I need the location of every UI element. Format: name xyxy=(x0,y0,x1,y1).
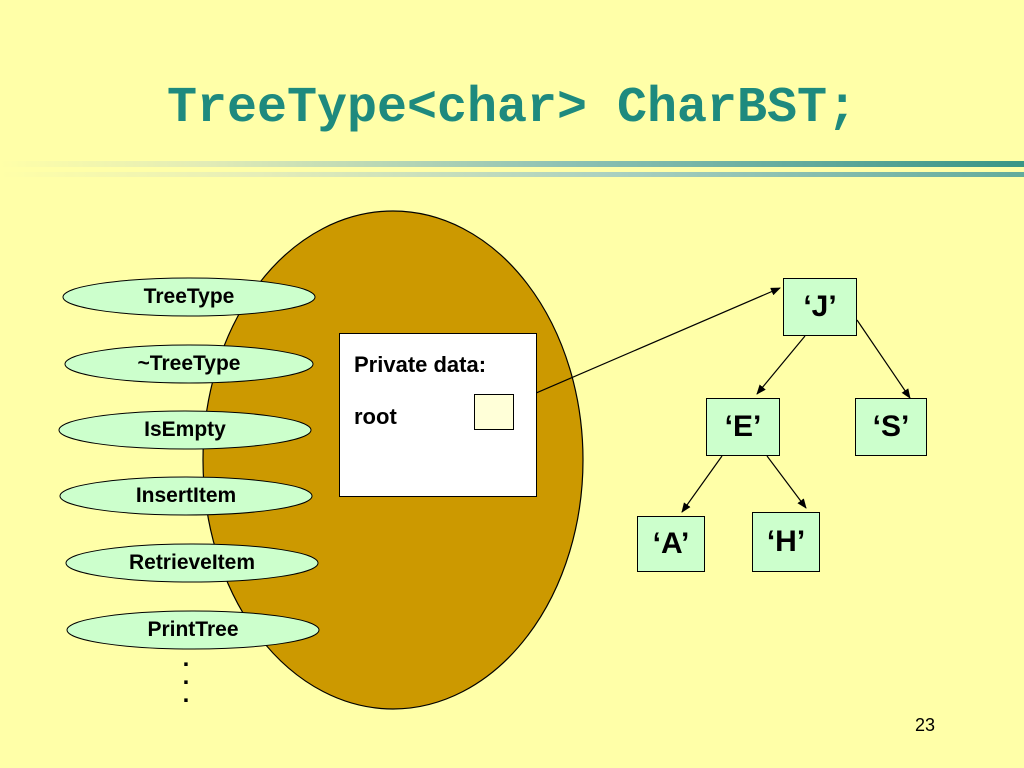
root-pointer-cell xyxy=(474,394,514,430)
operation-label: IsEmpty xyxy=(144,418,226,441)
title-divider-bottom xyxy=(0,172,1024,177)
tree-node-a: ‘A’ xyxy=(637,516,705,572)
root-label: root xyxy=(354,404,397,429)
edge-j-s xyxy=(856,319,911,399)
continuation-dots: . . . xyxy=(176,645,196,708)
operation-pills xyxy=(58,277,320,650)
operation-pill xyxy=(65,543,319,583)
operation-pill xyxy=(66,610,320,650)
operation-pill xyxy=(64,344,314,384)
dot: . xyxy=(182,663,190,690)
private-data-label: Private data: xyxy=(354,352,487,377)
operation-pill xyxy=(59,476,313,516)
edge-e-h xyxy=(766,455,807,509)
edge-e-a xyxy=(681,455,723,513)
operation-label: RetrieveItem xyxy=(128,551,256,574)
page-number: 23 xyxy=(914,715,936,735)
operation-pill xyxy=(58,410,312,450)
root-pointer-arrow xyxy=(491,287,781,413)
tree-node-j: ‘J’ xyxy=(783,278,857,336)
operation-label: TreeType xyxy=(143,285,235,308)
tree-node-e: ‘E’ xyxy=(706,398,780,456)
dot: . xyxy=(182,645,190,672)
dot: . xyxy=(182,681,190,708)
operation-pill xyxy=(62,277,316,317)
operation-label: InsertItem xyxy=(135,484,237,507)
operation-label: ~TreeType xyxy=(137,352,241,375)
title-divider-top xyxy=(0,161,1024,167)
operation-label: PrintTree xyxy=(147,618,239,641)
edge-j-e xyxy=(756,335,806,395)
tree-node-h: ‘H’ xyxy=(752,512,820,572)
tree-node-s: ‘S’ xyxy=(855,398,927,456)
slide-title: TreeType<char> CharBST; xyxy=(166,80,858,137)
private-data-box: Private data: root xyxy=(339,333,537,497)
